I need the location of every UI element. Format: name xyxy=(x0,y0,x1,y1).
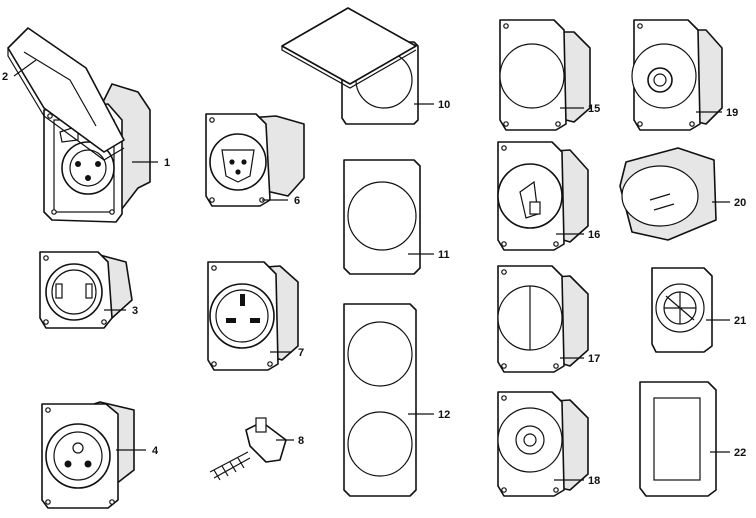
part-19-antenna-insert xyxy=(631,19,723,131)
label-part-17: 17 xyxy=(588,353,600,365)
label-part-16: 16 xyxy=(588,229,600,241)
part-20-mounting-box xyxy=(619,147,717,241)
label-part-15: 15 xyxy=(588,103,600,115)
label-part-21: 21 xyxy=(734,315,746,327)
label-part-1: 1 xyxy=(164,157,170,169)
part-1-socket-with-lid xyxy=(43,83,151,223)
label-part-12: 12 xyxy=(438,409,450,421)
label-part-3: 3 xyxy=(132,305,138,317)
part-4-socket-french xyxy=(41,401,135,509)
part-22-square-frame xyxy=(639,381,717,497)
part-17-split-insert xyxy=(497,265,589,373)
part-11-single-frame xyxy=(343,159,421,275)
part-2-hinged-lid xyxy=(7,27,125,161)
part-8-connector-screw xyxy=(209,417,287,481)
part-18-coax-insert xyxy=(497,391,589,497)
part-3-socket-schuko xyxy=(39,251,133,329)
label-part-11: 11 xyxy=(438,249,450,261)
part-16-switch-insert xyxy=(497,141,589,251)
label-part-8: 8 xyxy=(298,435,304,447)
part-6-socket-swiss xyxy=(205,113,305,207)
label-part-19: 19 xyxy=(726,107,738,119)
label-part-18: 18 xyxy=(588,475,600,487)
part-12-double-frame xyxy=(343,303,417,497)
label-part-4: 4 xyxy=(152,445,159,457)
part-21-timer-dial xyxy=(651,267,713,353)
label-part-2: 2 xyxy=(2,71,8,83)
label-part-10: 10 xyxy=(438,99,450,111)
label-part-20: 20 xyxy=(734,197,746,209)
part-15-blank-insert xyxy=(499,19,591,131)
part-10-hinged-cover xyxy=(281,7,419,125)
leader-lines xyxy=(13,59,730,481)
label-part-6: 6 xyxy=(294,195,300,207)
label-part-22: 22 xyxy=(734,447,746,459)
part-7-socket-uk xyxy=(207,261,299,371)
label-part-7: 7 xyxy=(298,347,304,359)
